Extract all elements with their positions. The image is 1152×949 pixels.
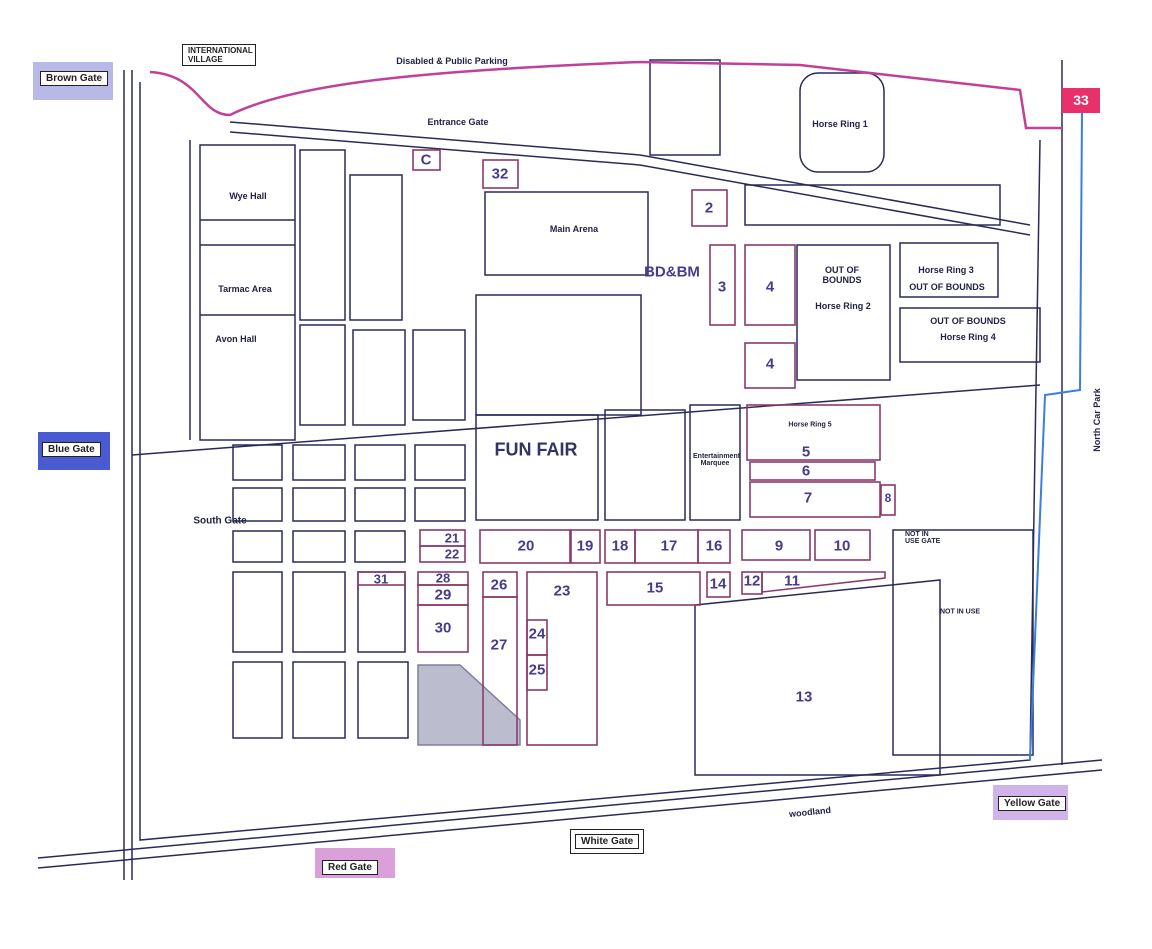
- plot-31[interactable]: 31: [373, 571, 389, 587]
- plot-19[interactable]: 19: [576, 537, 594, 555]
- horse-ring-2: [796, 244, 891, 381]
- bdbm-label: BD&BM: [644, 263, 700, 281]
- plot-11[interactable]: 11: [784, 572, 800, 590]
- central-road: [131, 384, 1041, 456]
- horse-ring-1-label: Horse Ring 1: [812, 119, 868, 129]
- plot-8[interactable]: 8: [884, 491, 892, 505]
- plot-30[interactable]: 30: [434, 619, 452, 637]
- plot-27[interactable]: 27: [490, 636, 508, 654]
- horse-ring-5-label: Horse Ring 5: [788, 421, 832, 429]
- plot-25[interactable]: 25: [528, 661, 546, 679]
- horse-ring-1: [799, 72, 885, 173]
- hall-block: [199, 144, 296, 441]
- horse-ring-4: [899, 307, 1041, 363]
- plot-12[interactable]: 12: [743, 572, 761, 590]
- site-boundary: [139, 82, 1041, 841]
- not-in-use-gate: NOT IN USE GATE: [905, 531, 941, 545]
- avon-hall-label: Avon Hall: [215, 334, 257, 344]
- horse-ring-2-label: Horse Ring 2: [815, 301, 871, 311]
- plot-10[interactable]: 10: [833, 537, 851, 555]
- southern-road: [37, 759, 1103, 859]
- entertainment-marquee: [689, 404, 741, 521]
- out-of-bounds-2: OUT OF BOUNDS: [822, 265, 862, 285]
- international-village-gate[interactable]: INTERNATIONAL VILLAGE: [182, 44, 256, 66]
- south-gate[interactable]: South Gate: [193, 515, 247, 527]
- plot-13[interactable]: 13: [795, 688, 813, 706]
- fun-fair: [475, 414, 599, 521]
- car-park-33[interactable]: 33: [1073, 92, 1089, 108]
- plot-5[interactable]: 5: [801, 443, 811, 461]
- fun-fair-label: FUN FAIR: [494, 439, 578, 460]
- white-gate[interactable]: White Gate: [569, 829, 645, 854]
- entertainment-marquee-label: Entertainment Marquee: [693, 453, 741, 467]
- plot-24[interactable]: 24: [528, 625, 546, 643]
- plot-32[interactable]: 32: [491, 165, 509, 183]
- main-arena-label: Main Arena: [549, 224, 599, 234]
- plot-20[interactable]: 20: [517, 537, 535, 555]
- numbered-plots: [357, 149, 896, 746]
- plot-9[interactable]: 9: [774, 537, 784, 555]
- plot-4b[interactable]: 4: [765, 355, 775, 373]
- out-of-bounds-4: OUT OF BOUNDS: [930, 316, 1006, 326]
- plot-2[interactable]: 2: [704, 199, 714, 217]
- plot-3[interactable]: 3: [717, 278, 727, 296]
- plot-26[interactable]: 26: [490, 576, 508, 594]
- plot-6[interactable]: 6: [801, 462, 811, 480]
- plot-29[interactable]: 29: [434, 586, 452, 604]
- plot-21[interactable]: 21: [444, 530, 460, 546]
- north-road-edge: [229, 131, 1031, 236]
- blue-route: [1029, 111, 1083, 761]
- horse-ring-3: [899, 242, 999, 298]
- plot-13: [694, 579, 941, 776]
- plot-28[interactable]: 28: [435, 570, 451, 586]
- brown-gate[interactable]: Brown Gate: [40, 71, 109, 86]
- wye-hall-label: Wye Hall: [229, 191, 267, 201]
- out-of-bounds-3: OUT OF BOUNDS: [909, 282, 985, 292]
- horse-ring-4-label: Horse Ring 4: [940, 332, 996, 342]
- yellow-gate[interactable]: Yellow Gate: [998, 796, 1067, 811]
- horse-ring-3-label: Horse Ring 3: [918, 265, 974, 275]
- plot-4a[interactable]: 4: [765, 278, 775, 296]
- southern-road-edge: [37, 769, 1103, 869]
- plot-16[interactable]: 16: [705, 537, 723, 555]
- north-car-park-label: North Car Park: [1092, 388, 1102, 452]
- not-in-use-label: NOT IN USE: [939, 608, 981, 616]
- plot-18[interactable]: 18: [611, 537, 629, 555]
- pink-route: [149, 60, 1062, 130]
- red-gate[interactable]: Red Gate: [322, 860, 378, 875]
- main-arena: [484, 191, 649, 276]
- c-marker: C: [420, 151, 432, 169]
- plot-22[interactable]: 22: [444, 546, 460, 562]
- plot-15[interactable]: 15: [646, 579, 664, 597]
- plot-23[interactable]: 23: [553, 582, 571, 600]
- plot-14[interactable]: 14: [709, 575, 727, 593]
- blue-gate[interactable]: Blue Gate: [42, 442, 101, 457]
- parking-label: Disabled & Public Parking: [396, 56, 508, 66]
- plot-17[interactable]: 17: [660, 537, 678, 555]
- entrance-gate[interactable]: Entrance Gate: [427, 117, 489, 127]
- tarmac-area-label: Tarmac Area: [218, 284, 272, 294]
- plot-7[interactable]: 7: [803, 489, 813, 507]
- car-park-33-bg: [1062, 88, 1100, 113]
- north-road: [229, 121, 1031, 226]
